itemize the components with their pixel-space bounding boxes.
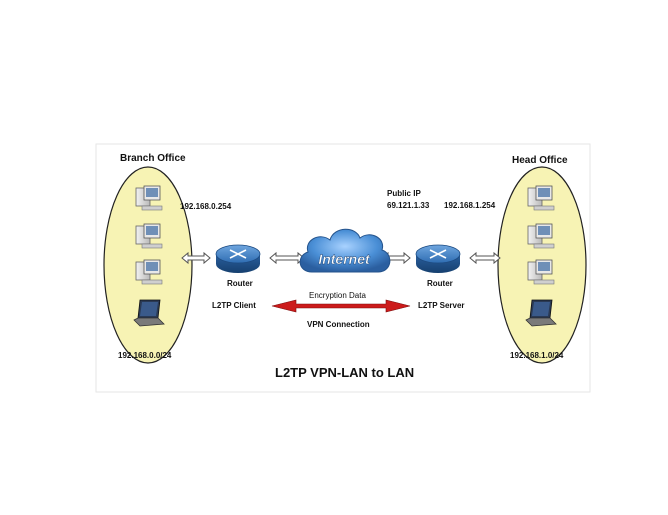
router-left-icon <box>215 244 261 273</box>
branch-office-label: Branch Office <box>120 153 186 164</box>
branch-pc-3-icon <box>135 259 163 285</box>
head-laptop-icon <box>525 299 557 327</box>
head-pc-1-icon <box>527 185 555 211</box>
branch-laptop-icon <box>133 299 165 327</box>
internet-label: Internet <box>318 251 371 267</box>
head-office-label: Head Office <box>512 155 568 166</box>
vpn-connection-label: VPN Connection <box>307 320 370 329</box>
public-ip-value: 69.121.1.33 <box>387 201 430 210</box>
router-left-label: Router <box>227 279 253 288</box>
head-pc-3-icon <box>527 259 555 285</box>
branch-pc-1-icon <box>135 185 163 211</box>
branch-subnet: 192.168.0.0/24 <box>118 351 172 360</box>
l2tp-server-label: L2TP Server <box>418 301 465 310</box>
diagram-title: L2TP VPN-LAN to LAN <box>275 365 415 380</box>
branch-router-ip: 192.168.0.254 <box>180 202 232 211</box>
router-right-label: Router <box>427 279 453 288</box>
head-subnet: 192.168.1.0/24 <box>510 351 564 360</box>
vpn-tunnel-arrow <box>271 299 411 313</box>
head-pc-2-icon <box>527 223 555 249</box>
internet-cloud-icon <box>299 228 391 273</box>
head-router-ip: 192.168.1.254 <box>444 201 496 210</box>
link-router-head-arrow <box>469 251 501 265</box>
link-branch-router-arrow <box>181 251 211 265</box>
public-ip-label: Public IP <box>387 189 421 198</box>
encryption-data-label: Encryption Data <box>309 291 366 300</box>
branch-pc-2-icon <box>135 223 163 249</box>
l2tp-client-label: L2TP Client <box>212 301 256 310</box>
router-right-icon <box>415 244 461 273</box>
